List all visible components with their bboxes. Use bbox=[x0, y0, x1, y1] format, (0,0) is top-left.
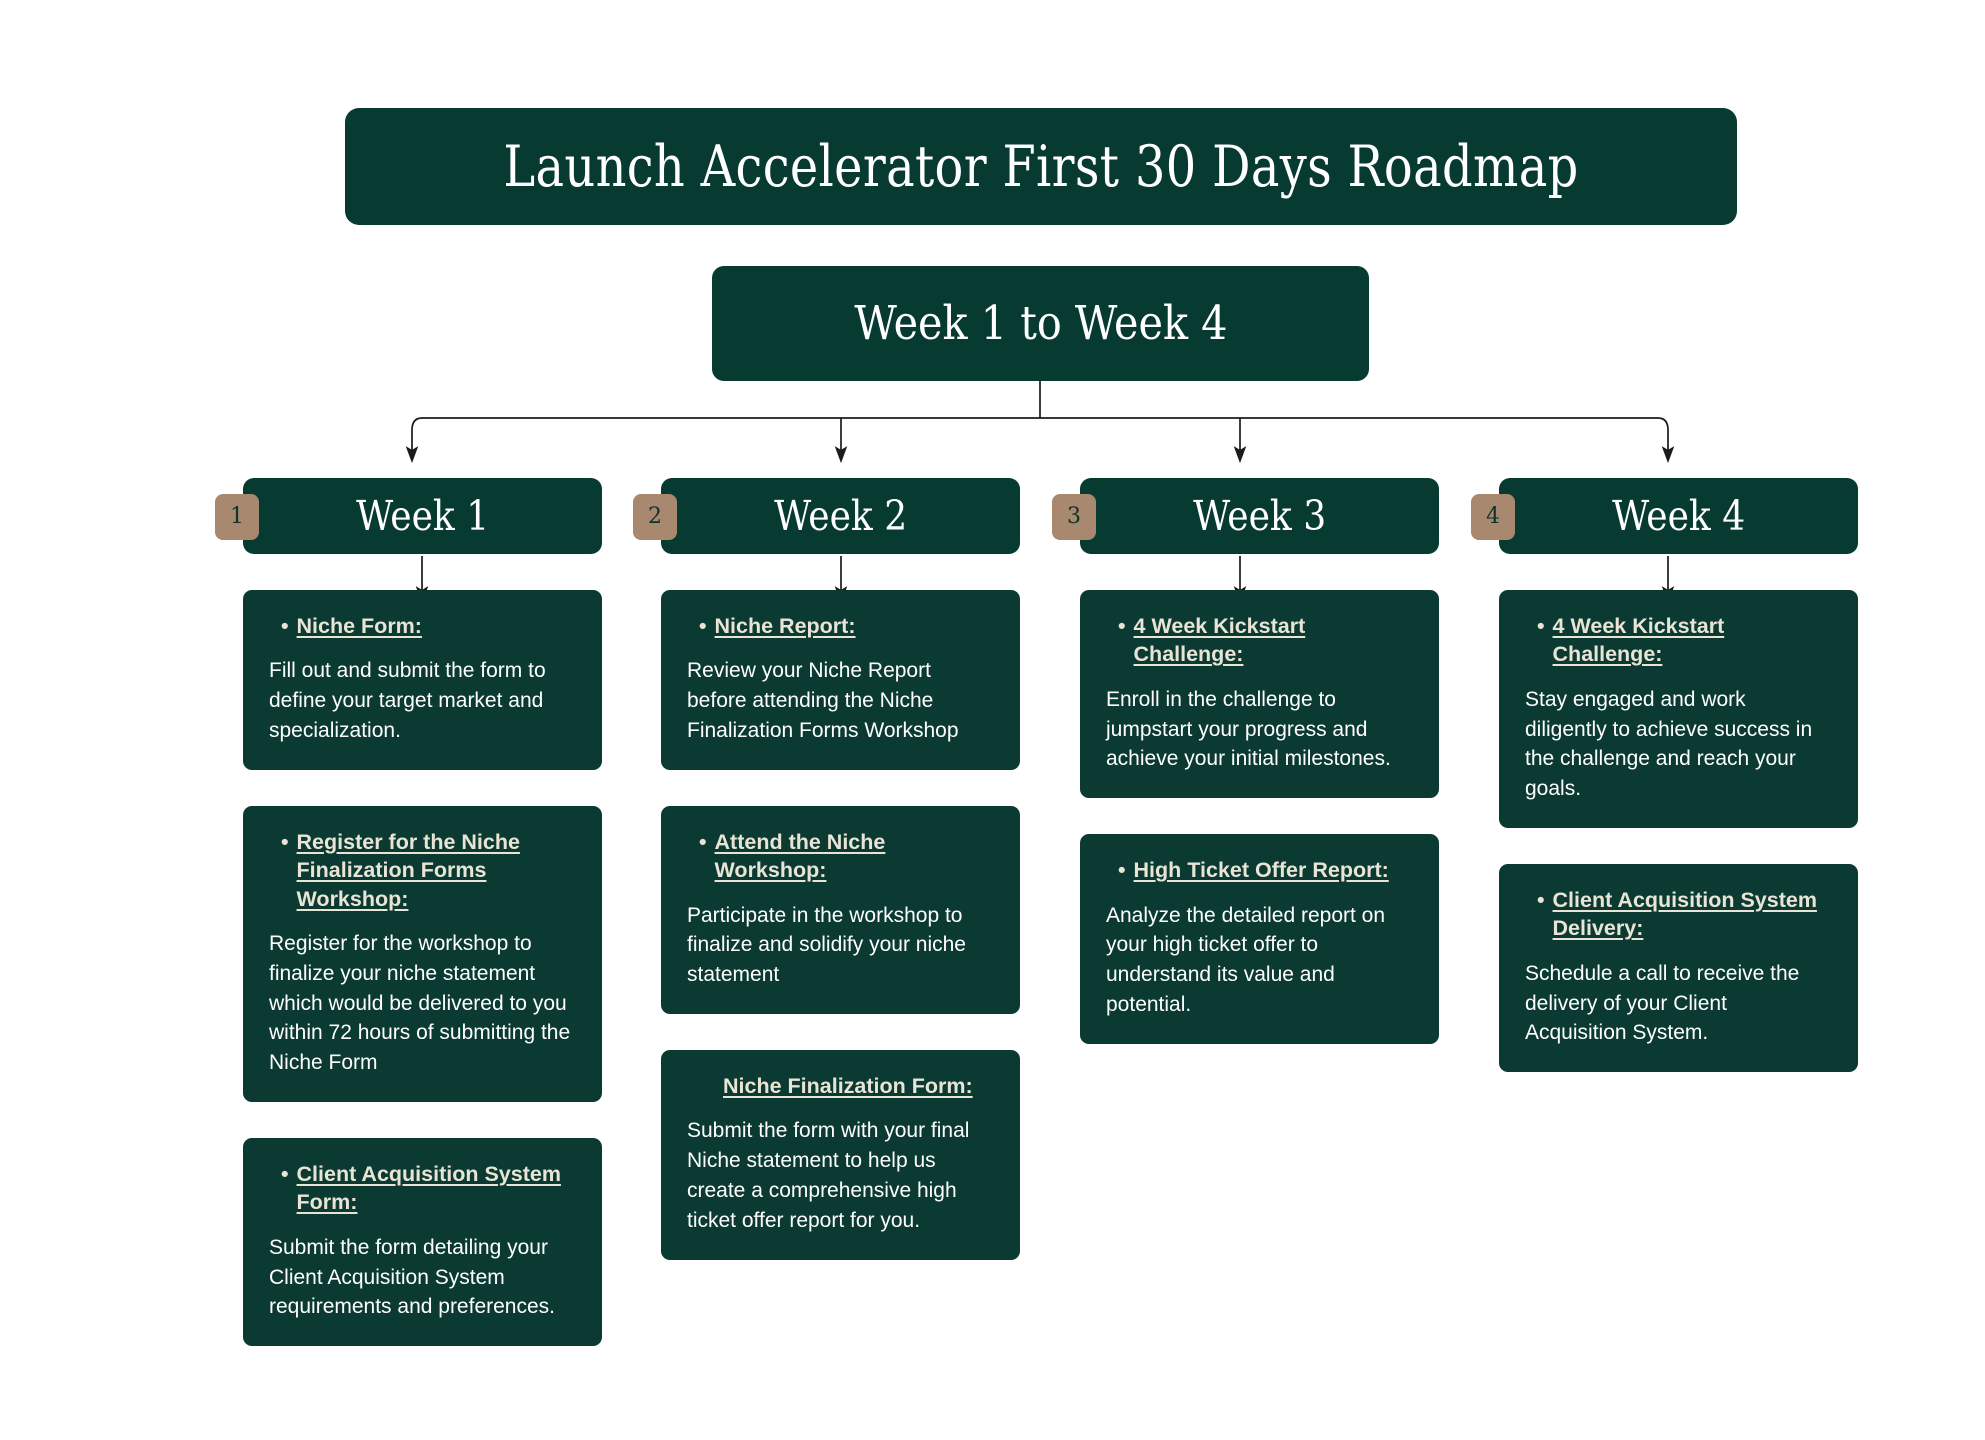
week-header-2[interactable]: 2 Week 2 bbox=[633, 478, 1020, 554]
week-badge-1: 1 bbox=[215, 494, 259, 540]
task-card-heading-text: Client Acquisition System Delivery: bbox=[1552, 888, 1817, 941]
week-column-2: 2 Week 2 • Niche Report: Review your Nic… bbox=[633, 478, 1020, 1260]
task-card-body: Analyze the detailed report on your high… bbox=[1106, 903, 1386, 1016]
task-card[interactable]: • Attend the Niche Workshop: Participate… bbox=[661, 805, 1020, 1014]
task-card-body: Submit the form with your final Niche st… bbox=[687, 1119, 970, 1232]
task-card[interactable]: • Client Acquisition System Delivery: Sc… bbox=[1499, 864, 1858, 1073]
week-label-4: Week 4 bbox=[1611, 492, 1746, 540]
task-card-heading-text: Attend the Niche Workshop: bbox=[714, 829, 886, 883]
bullet-icon: • bbox=[1537, 614, 1545, 638]
task-card-body: Register for the workshop to finalize yo… bbox=[269, 931, 571, 1075]
task-card[interactable]: • Niche Report: Review your Niche Report… bbox=[661, 590, 1020, 770]
week-header-4[interactable]: 4 Week 4 bbox=[1471, 478, 1858, 554]
task-card-heading-text: Niche Finalization Form: bbox=[723, 1074, 973, 1098]
bullet-icon: • bbox=[1118, 858, 1126, 883]
root-node-label: Week 1 to Week 4 bbox=[853, 296, 1228, 351]
task-card-heading: • 4 Week Kickstart Challenge: bbox=[1106, 612, 1413, 669]
task-card-heading-text: Niche Form: bbox=[296, 614, 422, 638]
task-card[interactable]: • Client Acquisition System Form: Submit… bbox=[243, 1138, 602, 1347]
task-card[interactable]: Niche Finalization Form: Submit the form… bbox=[661, 1050, 1020, 1260]
bullet-icon: • bbox=[281, 1162, 289, 1186]
week-badge-3: 3 bbox=[1052, 494, 1096, 540]
week-badge-number-1: 1 bbox=[230, 504, 244, 529]
week-column-3: 3 Week 3 • 4 Week Kickstart Challenge: E… bbox=[1052, 478, 1439, 1044]
task-card[interactable]: • High Ticket Offer Report: Analyze the … bbox=[1080, 834, 1439, 1044]
task-card[interactable]: • Niche Form: Fill out and submit the fo… bbox=[243, 590, 602, 770]
task-card-heading: • 4 Week Kickstart Challenge: bbox=[1525, 612, 1832, 669]
week-column-4: 4 Week 4 • 4 Week Kickstart Challenge: S… bbox=[1471, 478, 1858, 1073]
task-card-body: Stay engaged and work diligently to achi… bbox=[1525, 687, 1813, 801]
week-label-1: Week 1 bbox=[355, 492, 490, 540]
task-card[interactable]: • 4 Week Kickstart Challenge: Enroll in … bbox=[1080, 590, 1439, 799]
bullet-icon: • bbox=[699, 829, 707, 854]
task-card-body: Enroll in the challenge to jumpstart you… bbox=[1106, 687, 1391, 771]
week-label-2: Week 2 bbox=[773, 492, 908, 540]
week-badge-number-3: 3 bbox=[1067, 504, 1081, 529]
page-title-banner: Launch Accelerator First 30 Days Roadmap bbox=[345, 108, 1737, 225]
bullet-icon: • bbox=[1537, 888, 1545, 912]
task-card-heading: • Client Acquisition System Form: bbox=[269, 1160, 576, 1217]
task-card-heading: • Attend the Niche Workshop: bbox=[687, 828, 994, 885]
page-title: Launch Accelerator First 30 Days Roadmap bbox=[503, 133, 1579, 200]
week-badge-number-4: 4 bbox=[1486, 504, 1500, 529]
task-card-heading: • High Ticket Offer Report: bbox=[1106, 856, 1413, 884]
task-card-heading: Niche Finalization Form: bbox=[687, 1072, 994, 1100]
task-card-heading: • Register for the Niche Finalization Fo… bbox=[269, 828, 576, 913]
task-card[interactable]: • 4 Week Kickstart Challenge: Stay engag… bbox=[1499, 590, 1858, 828]
task-card[interactable]: • Register for the Niche Finalization Fo… bbox=[243, 805, 602, 1102]
week-badge-2: 2 bbox=[633, 494, 677, 540]
task-card-body: Fill out and submit the form to define y… bbox=[269, 659, 546, 742]
task-card-heading-text: Client Acquisition System Form: bbox=[296, 1162, 561, 1215]
task-card-body: Participate in the workshop to finalize … bbox=[687, 903, 966, 987]
task-card-body: Schedule a call to receive the delivery … bbox=[1525, 961, 1800, 1045]
week-column-1: 1 Week 1 • Niche Form: Fill out and subm… bbox=[215, 478, 602, 1347]
week-header-3[interactable]: 3 Week 3 bbox=[1052, 478, 1439, 554]
task-card-heading-text: Register for the Niche Finalization Form… bbox=[296, 829, 520, 911]
bullet-icon: • bbox=[1118, 614, 1126, 638]
task-card-body: Review your Niche Report before attendin… bbox=[687, 659, 959, 742]
task-card-heading-text: 4 Week Kickstart Challenge: bbox=[1552, 614, 1725, 667]
bullet-icon: • bbox=[699, 614, 707, 638]
task-card-heading-text: Niche Report: bbox=[714, 614, 856, 638]
week-badge-number-2: 2 bbox=[648, 504, 662, 529]
task-card-heading: • Niche Report: bbox=[687, 612, 994, 640]
root-node: Week 1 to Week 4 bbox=[712, 266, 1369, 381]
week-header-1[interactable]: 1 Week 1 bbox=[215, 478, 602, 554]
bullet-icon: • bbox=[281, 829, 289, 854]
task-card-heading-text: 4 Week Kickstart Challenge: bbox=[1133, 614, 1306, 667]
week-badge-4: 4 bbox=[1471, 494, 1515, 540]
task-card-heading: • Niche Form: bbox=[269, 612, 576, 640]
bullet-icon: • bbox=[281, 614, 289, 638]
task-card-heading-text: High Ticket Offer Report: bbox=[1133, 858, 1389, 883]
week-label-3: Week 3 bbox=[1192, 492, 1327, 540]
task-card-body: Submit the form detailing your Client Ac… bbox=[269, 1235, 555, 1319]
task-card-heading: • Client Acquisition System Delivery: bbox=[1525, 886, 1832, 943]
